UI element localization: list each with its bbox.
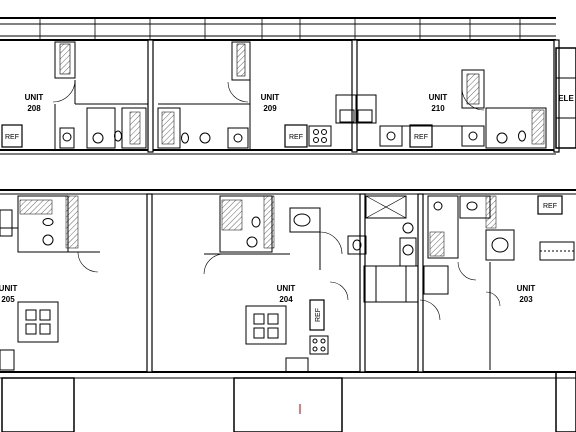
sink-icon [246,236,258,248]
unit-208-number: 208 [27,104,41,113]
unit-205 [0,195,100,371]
sink-icon [379,125,403,147]
toilet-icon [466,201,478,211]
unit-209 [157,41,332,150]
elevator-label: ELE [558,94,574,103]
unit-209-label: UNIT [261,93,280,102]
unit-203-label: UNIT [517,284,536,293]
unit-210 [335,69,547,149]
unit-210-number: 210 [431,104,445,113]
utility-core [347,195,441,321]
unit-209-number: 209 [263,104,277,113]
unit-208 [1,41,148,150]
sink-icon [402,244,414,256]
sink-icon [42,234,54,246]
sink-icon [59,127,75,149]
toilet-icon [251,216,261,228]
sink-icon [199,132,211,144]
bathtub-icon [365,195,407,219]
top-wing [0,17,576,155]
unit-204 [203,195,349,373]
sink-icon [402,222,414,234]
washer-dryer-icon [485,229,515,261]
unit-205-number: 205 [1,295,15,304]
bathtub-icon [427,195,459,259]
kitchen-island-icon [17,301,59,343]
unit-203-number: 203 [519,295,533,304]
sink-icon [496,132,508,144]
ref-label-209: REF [289,134,303,141]
toilet-icon [518,130,526,142]
ref-label-210: REF [414,134,428,141]
washer-dryer-icon [363,265,419,303]
range-icon [308,125,332,147]
sink-icon [433,201,443,211]
ref-label-204: REF [315,308,322,322]
refrigerator-icon [284,124,308,148]
refrigerator-icon [409,124,433,148]
unit-210-label: UNIT [429,93,448,102]
unit-205-label: UNIT [0,284,17,293]
unit-203 [423,195,575,370]
unit-208-label: UNIT [25,93,44,102]
labels: UNIT 208 UNIT 209 UNIT 210 UNIT 205 UNIT… [0,93,574,322]
kitchen-island-icon [245,305,287,345]
range-icon [309,335,329,355]
washer-dryer-icon [289,207,321,233]
sink-icon [92,132,104,144]
refrigerator-icon [1,124,23,148]
refrigerator-icon [537,195,563,215]
toilet-icon [114,130,122,142]
toilet-icon [42,218,54,226]
ref-label-203: REF [543,203,557,210]
toilet-icon [347,235,367,255]
unit-204-label: UNIT [277,284,296,293]
ref-label-208: REF [5,134,19,141]
refrigerator-icon [309,299,325,331]
unit-204-number: 204 [279,295,293,304]
toilet-icon [181,132,189,144]
